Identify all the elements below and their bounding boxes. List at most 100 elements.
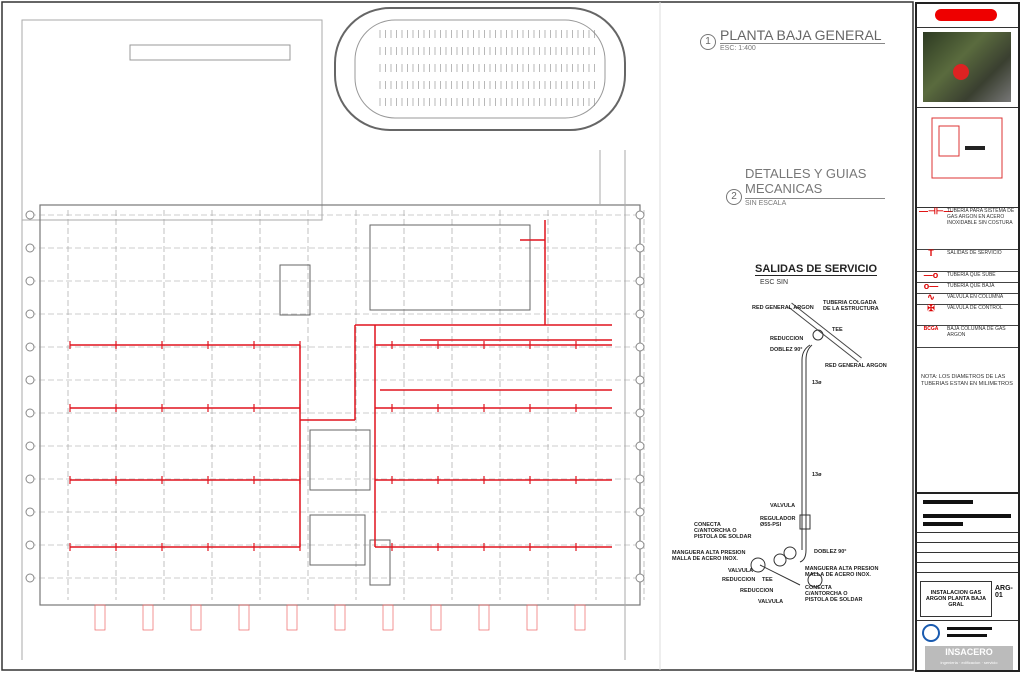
view-number-2: 2 — [726, 189, 742, 205]
client-logo — [935, 9, 997, 21]
label-manguera-1: MANGUERA ALTA PRESION MALLA DE ACERO INO… — [672, 550, 746, 562]
grid-bubble — [25, 408, 35, 418]
company-logo: INSACERO — [945, 647, 993, 657]
legend-text: TUBERIA QUE SUBE — [947, 272, 996, 278]
grid-bubble — [635, 573, 645, 583]
label-conecta-1: CONECTA C/ANTORCHA O PISTOLA DE SOLDAR — [694, 522, 752, 540]
view-number-1: 1 — [700, 34, 716, 50]
floor-plan-drawing — [1, 1, 914, 671]
dock-door — [526, 604, 538, 631]
label-red-general-2: RED GENERAL ARGON — [825, 363, 887, 369]
parking-lot — [334, 7, 626, 131]
parking-inner — [354, 19, 606, 119]
grid-bubble — [635, 276, 645, 286]
dock-door — [238, 604, 250, 631]
label-regulador: REGULADOR Ø55-PSI — [760, 516, 796, 528]
view2-title-line1: DETALLES Y GUIAS — [745, 166, 867, 181]
dimension-2: 13ø — [812, 472, 822, 478]
view2-scale: SIN ESCALA — [745, 200, 787, 207]
company-logo-box — [925, 646, 1013, 670]
grid-bubble — [25, 210, 35, 220]
legend-text: BAJA COLUMNA DE GAS ARGON — [947, 326, 1006, 338]
drawing-frame — [1, 1, 914, 671]
dock-door — [382, 604, 394, 631]
divider — [917, 620, 1018, 621]
structural-grid — [25, 210, 645, 600]
legend-text: SALIDAS DE SERVICIO — [947, 250, 1002, 256]
service-outlet-detail — [750, 302, 862, 588]
grid-bubble — [635, 408, 645, 418]
parking-stalls — [379, 30, 595, 106]
legend-item: ∿ VALVULA EN COLUMNA — [917, 292, 1018, 305]
dock-door — [286, 604, 298, 631]
legend-item: ✠ VALVULA DE CONTROL — [917, 303, 1018, 326]
firm-seal-icon — [922, 624, 940, 642]
legend-item: BCGA BAJA COLUMNA DE GAS ARGON — [917, 326, 1018, 348]
grid-bubble — [25, 375, 35, 385]
label-tuberia: TUBERIA COLGADA DE LA ESTRUCTURA — [823, 300, 879, 312]
legend-item: —⊣⊢—TUBERIA PARA SISTEMA DE GAS ARGON EN… — [917, 207, 1018, 250]
grid-bubble — [635, 243, 645, 253]
label-doblez: DOBLEZ 90° — [770, 347, 803, 353]
room — [309, 514, 366, 566]
legend-symbol-icon: ∿ — [927, 292, 935, 302]
location-photo — [917, 28, 1018, 108]
title-block: —⊣⊢—TUBERIA PARA SISTEMA DE GAS ARGON EN… — [915, 2, 1020, 672]
dock-door — [94, 604, 106, 631]
label-valvula-3: VALVULA — [758, 599, 784, 605]
dimension-1: 13ø — [812, 380, 822, 386]
label-reduccion-3: REDUCCION — [740, 588, 774, 594]
label-valvula: VALVULA — [770, 503, 796, 509]
client-logo-area — [917, 4, 1018, 28]
dock-door — [430, 604, 442, 631]
legend-item: T SALIDAS DE SERVICIO — [917, 248, 1018, 272]
grid-bubble — [25, 309, 35, 319]
label-conecta-2: CONECTA C/ANTORCHA O PISTOLA DE SOLDAR — [805, 585, 863, 603]
legend-symbol-icon: BCGA — [923, 326, 939, 332]
grid-bubble — [635, 342, 645, 352]
legend-symbol-icon: T — [928, 248, 934, 258]
divider — [917, 542, 1018, 543]
legend-symbol-icon: ✠ — [927, 303, 935, 313]
drawing-title: INSTALACION GAS ARGON PLANTA BAJA GRAL — [920, 581, 992, 617]
room — [369, 539, 391, 586]
company-tagline: ingenieria · edificacion · servicio — [940, 660, 998, 665]
room — [309, 429, 371, 491]
grid-bubble — [25, 276, 35, 286]
grid-bubble — [25, 573, 35, 583]
grid-bubble — [635, 507, 645, 517]
view2-underline — [745, 198, 885, 199]
label-tee-bottom: TEE — [762, 577, 773, 583]
grid-bubble — [635, 474, 645, 484]
label-reduccion: REDUCCION — [770, 336, 804, 342]
building-annex — [129, 44, 291, 61]
note: NOTA: LOS DIAMETROS DE LAS TUBERIAS ESTA… — [921, 374, 1013, 387]
view1-scale: ESC: 1:400 — [720, 45, 756, 52]
dock-door — [142, 604, 154, 631]
detail-title: SALIDAS DE SERVICIO — [755, 263, 878, 276]
grid-bubble — [635, 441, 645, 451]
redacted-bar — [923, 500, 973, 504]
label-tee: TEE — [832, 327, 843, 333]
dock-door — [334, 604, 346, 631]
grid-bubble — [635, 309, 645, 319]
grid-bubble — [635, 540, 645, 550]
dock-door — [190, 604, 202, 631]
grid-bubble — [25, 474, 35, 484]
label-manguera-2: MANGUERA ALTA PRESION MALLA DE ACERO INO… — [805, 566, 879, 578]
legend-symbol-icon: o— — [923, 281, 939, 291]
view2-title-line2: MECANICAS — [745, 181, 823, 196]
legend-text: VALVULA DE CONTROL — [947, 305, 1003, 311]
grid-bubble — [635, 375, 645, 385]
detail-scale: ESC SIN — [760, 279, 789, 286]
key-plan — [917, 108, 1018, 208]
grid-bubble — [25, 342, 35, 352]
legend-text: TUBERIA PARA SISTEMA DE GAS ARGON EN ACE… — [947, 208, 1015, 226]
legend-text: VALVULA EN COLUMNA — [947, 294, 1004, 300]
dock-door — [478, 604, 490, 631]
divider — [917, 552, 1018, 553]
legend-item: o— TUBERIA QUE BAJA — [917, 281, 1018, 294]
legend-text: TUBERIA QUE BAJA — [947, 283, 995, 289]
